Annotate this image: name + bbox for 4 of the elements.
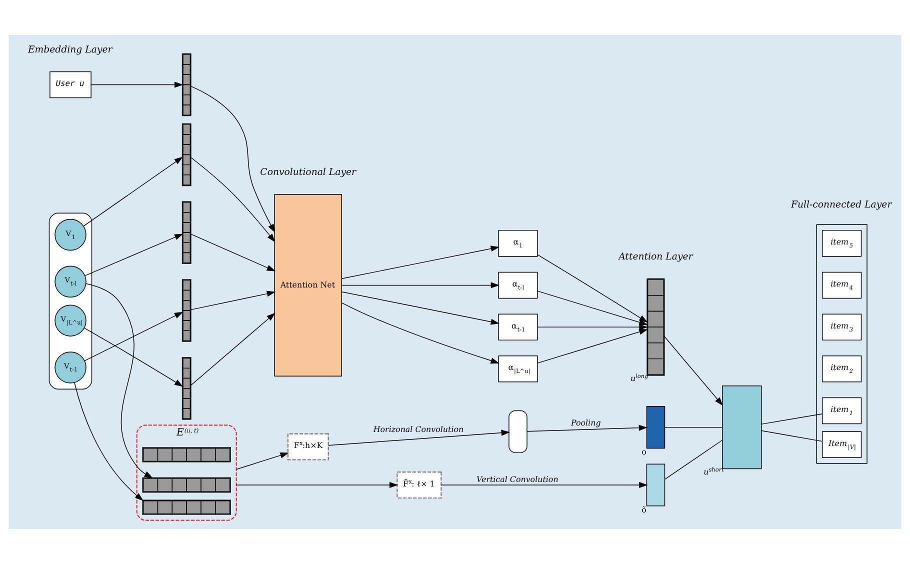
label: Attention Layer: [618, 252, 693, 263]
label: Convolutional Layer: [260, 167, 356, 178]
label: Full-connected Layer: [790, 200, 892, 211]
label: Embedding Layer: [28, 44, 112, 56]
